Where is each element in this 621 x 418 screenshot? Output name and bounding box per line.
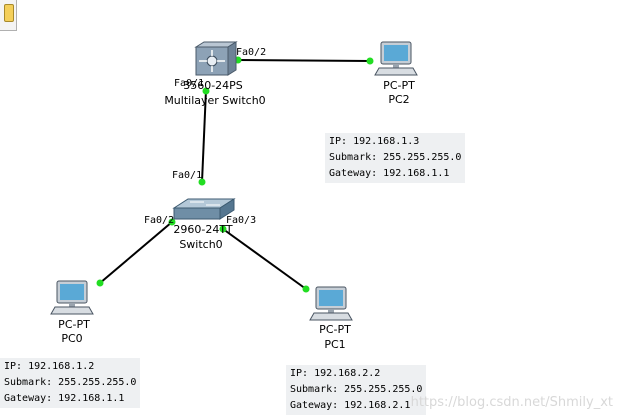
- pc0-icon[interactable]: [50, 280, 94, 315]
- pc1-mask-text: Submark: 255.255.255.0: [290, 384, 423, 395]
- status-dot-pc1: [302, 285, 310, 293]
- switch-model-label: 2960-24TT: [173, 223, 233, 236]
- link-switch-pc1[interactable]: [222, 228, 307, 290]
- pc1-icon[interactable]: [309, 286, 353, 321]
- pc2-icon[interactable]: [374, 41, 418, 76]
- link-status-dots: [96, 56, 374, 293]
- multilayer-switch-name-label: Multilayer Switch0: [164, 94, 266, 107]
- link-ms-pc2[interactable]: [237, 59, 371, 62]
- pc2-mask-text: Submark: 255.255.255.0: [329, 152, 462, 163]
- pc1-gateway-text: Gateway: 192.168.2.1: [290, 400, 411, 411]
- status-dot-sw-fa03: [219, 225, 227, 233]
- switch-icon[interactable]: [172, 198, 236, 220]
- toolbar-corner-icon[interactable]: [0, 0, 17, 31]
- port-label-sw-fa02: Fa0/2: [144, 215, 175, 226]
- pc1-ip-note[interactable]: IP: 192.168.2.2 Submark: 255.255.255.0 G…: [286, 365, 427, 415]
- pc0-ip-note[interactable]: IP: 192.168.1.2 Submark: 255.255.255.0 G…: [0, 358, 141, 408]
- pc2-name-label: PC2: [388, 93, 410, 106]
- pc2-gateway-text: Gateway: 192.168.1.1: [329, 168, 450, 179]
- pc2-model-label: PC-PT: [383, 79, 415, 92]
- port-label-ms-fa01: Fa0/1: [174, 78, 205, 89]
- status-dot-sw-fa02: [168, 218, 176, 226]
- pc2-ip-text: IP: 192.168.1.3: [329, 136, 420, 147]
- pc0-mask-text: Submark: 255.255.255.0: [4, 377, 137, 388]
- pc0-ip-text: IP: 192.168.1.2: [4, 361, 95, 372]
- pc0-name-label: PC0: [61, 332, 83, 345]
- pc1-ip-text: IP: 192.168.2.2: [290, 368, 381, 379]
- status-dot-pc0: [96, 279, 104, 287]
- port-label-sw-fa01: Fa0/1: [172, 170, 203, 181]
- port-label-ms-fa02: Fa0/2: [236, 47, 267, 58]
- pc1-name-label: PC1: [324, 338, 346, 351]
- pc2-ip-note[interactable]: IP: 192.168.1.3 Submark: 255.255.255.0 G…: [325, 133, 466, 183]
- status-dot-ms-fa01: [202, 87, 210, 95]
- port-label-sw-fa03: Fa0/3: [226, 215, 257, 226]
- link-switch-pc0[interactable]: [99, 221, 173, 284]
- pc1-model-label: PC-PT: [319, 323, 351, 336]
- multilayer-switch-model-label: 3560-24PS: [183, 79, 243, 92]
- status-dot-pc2: [366, 57, 374, 65]
- pc0-gateway-text: Gateway: 192.168.1.1: [4, 393, 125, 404]
- watermark: https://blog.csdn.net/Shmily_xt: [410, 395, 613, 410]
- multilayer-switch-icon[interactable]: [194, 41, 238, 76]
- pc0-model-label: PC-PT: [58, 318, 90, 331]
- link-ms-switch[interactable]: [201, 89, 207, 183]
- status-dot-sw-fa01: [198, 178, 206, 186]
- switch-name-label: Switch0: [179, 238, 223, 251]
- links: [99, 59, 371, 290]
